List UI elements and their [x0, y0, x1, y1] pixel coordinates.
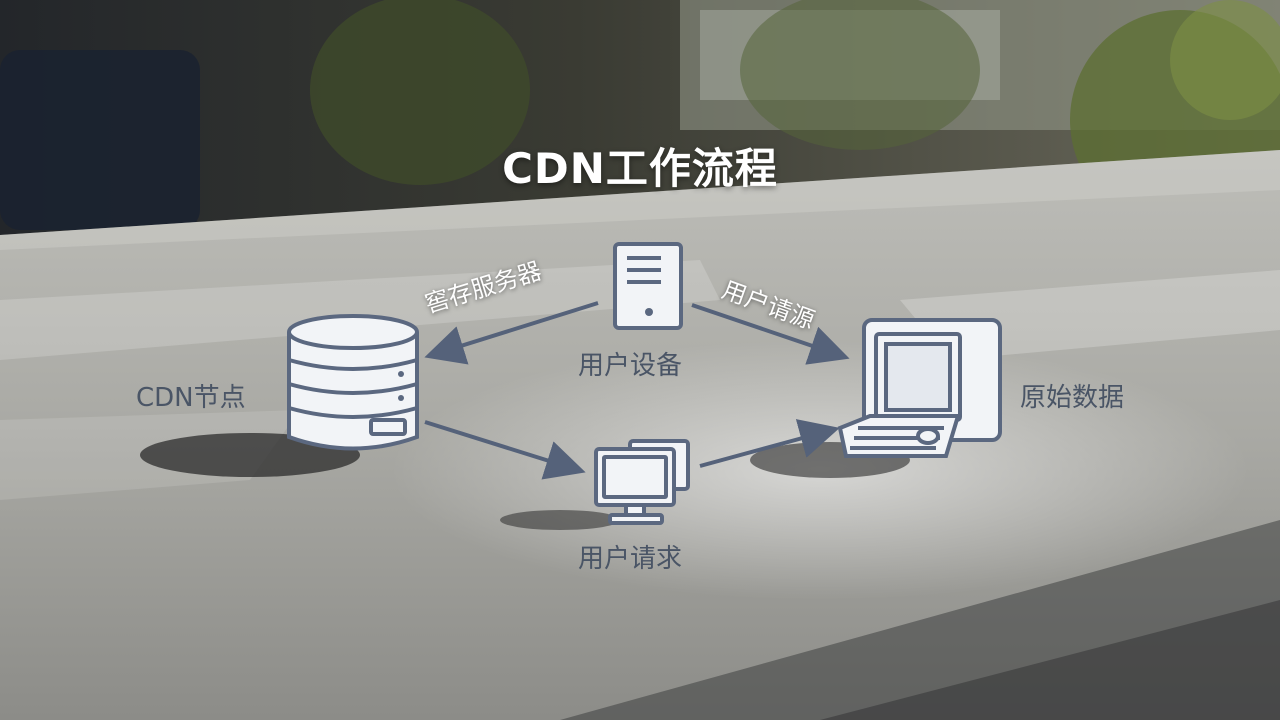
node-label-cdn: CDN节点: [136, 383, 246, 413]
server-icon: [613, 242, 683, 330]
diagram-title: CDN工作流程: [502, 144, 778, 193]
arrow-request-to-origin: [699, 419, 840, 468]
retro-computer-icon: [837, 318, 1002, 458]
arrow-cdn-to-request: [424, 420, 586, 480]
node-label-user-device: 用户设备: [578, 351, 683, 381]
arrow-device-to-cdn: [424, 301, 599, 365]
node-label-user-request: 用户请求: [578, 544, 683, 574]
desktop-computer-icon: [594, 439, 690, 525]
arrow-device-to-origin: [691, 303, 850, 365]
database-icon: [287, 314, 419, 451]
node-label-origin-data: 原始数据: [1020, 383, 1125, 413]
